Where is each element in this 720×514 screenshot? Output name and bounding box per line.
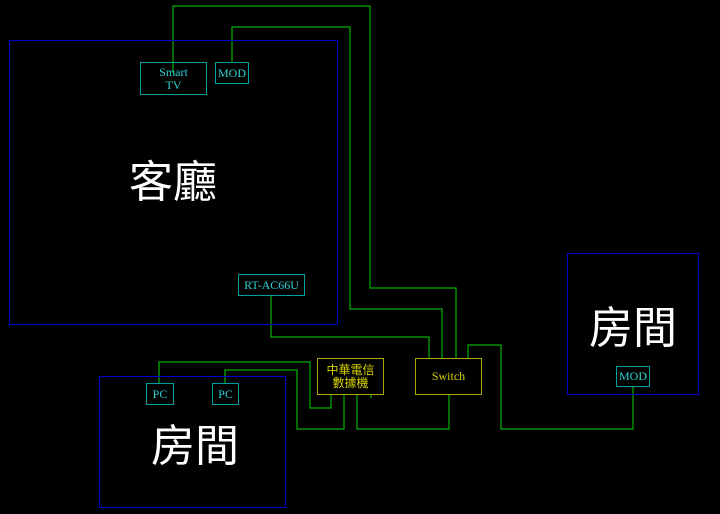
wire-switch-to-mod-bedroom (467, 344, 634, 430)
modem-label-line2: 數據機 (332, 375, 369, 390)
modem-node[interactable]: 中華電信 數據機 (317, 358, 384, 395)
wire-mod-living-to-switch (231, 26, 443, 358)
smart-tv-label-line2: TV (165, 77, 182, 92)
mod-living-label: MOD (217, 65, 246, 80)
switch-label: Switch (431, 369, 466, 384)
wire-modem-to-switch (356, 394, 450, 430)
switch-node[interactable]: Switch (415, 358, 482, 395)
living-room (9, 40, 338, 325)
bedroom-right (567, 253, 699, 395)
bedroom-right-label: 房間 (589, 303, 677, 354)
mod-living-node[interactable]: MOD (215, 62, 249, 84)
modem-label-line1: 中華電信 (326, 362, 375, 377)
router-label: RT-AC66U (244, 277, 299, 292)
pc1-node[interactable]: PC (146, 383, 174, 405)
router-node[interactable]: RT-AC66U (238, 274, 305, 296)
living-room-label: 客廳 (129, 157, 217, 208)
mod-bedroom-label: MOD (618, 369, 647, 384)
bedroom-left-label: 房間 (151, 421, 239, 472)
pc2-node[interactable]: PC (212, 383, 239, 405)
smart-tv-node[interactable]: Smart TV (140, 62, 207, 95)
wire-pc2-to-modem (224, 369, 345, 430)
pc2-label: PC (218, 386, 233, 401)
mod-bedroom-node[interactable]: MOD (616, 366, 650, 387)
wire-pc1-to-modem (158, 361, 332, 409)
bedroom-left (99, 376, 286, 508)
smart-tv-label-line1: Smart (159, 64, 188, 79)
pc1-label: PC (152, 386, 168, 401)
wire-router-to-switch (270, 296, 430, 358)
wire-smart-tv-to-switch (172, 5, 457, 358)
